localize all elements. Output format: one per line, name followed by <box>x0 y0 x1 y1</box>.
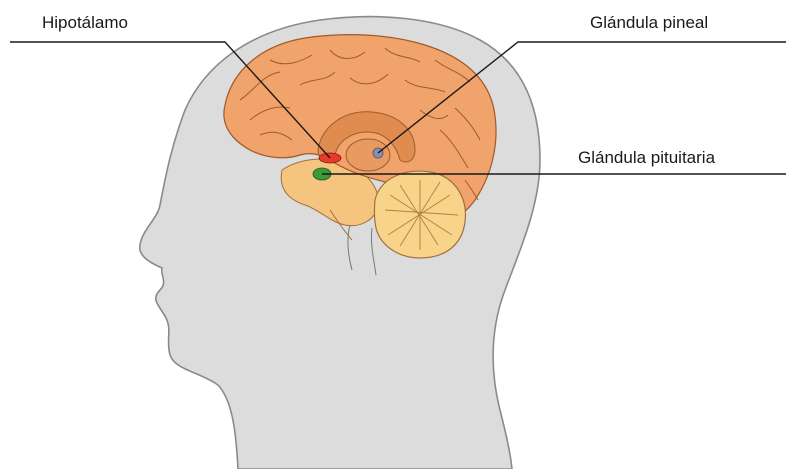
pineal-gland-label: Glándula pineal <box>590 14 708 31</box>
thalamus <box>346 139 390 171</box>
pituitary-gland-label: Glándula pituitaria <box>578 149 715 166</box>
hypothalamus-label: Hipotálamo <box>42 14 128 31</box>
